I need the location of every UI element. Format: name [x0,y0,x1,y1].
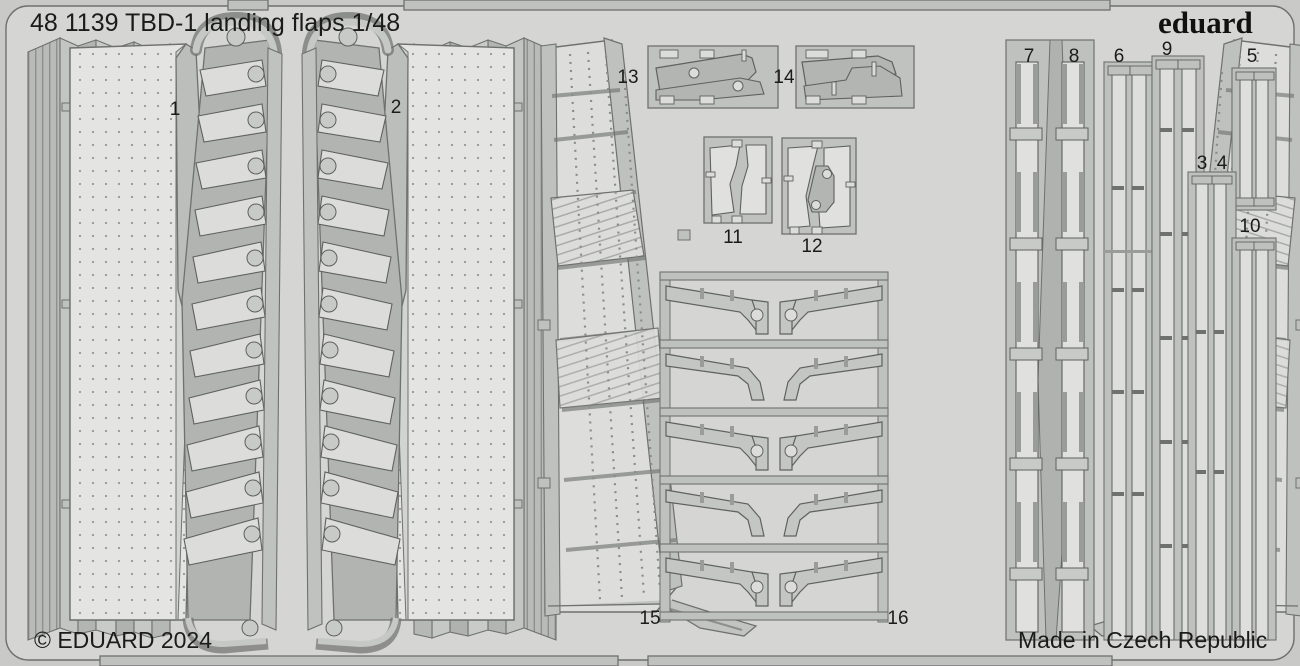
strip-set-5 [1231,67,1277,211]
hinge-arm-row [665,489,883,537]
part-label-2: 2 [391,97,402,118]
strip-set-3-4 [1187,171,1237,641]
part-label-14: 14 [773,67,795,88]
strip-set-7-8 [1005,39,1095,641]
header-catalog-title: 48 1139 TBD-1 landing flaps 1/48 [30,9,400,37]
part-14-actuator [795,45,915,109]
hinge-arm-row [665,421,883,471]
part-11-bracket [703,136,773,224]
part-label-10: 10 [1239,216,1260,237]
brand-logo: eduard [1158,5,1253,40]
part-2-flap-panel [301,11,557,654]
part-label-8: 8 [1069,46,1080,67]
part-13-actuator [647,45,779,109]
part-label-16: 16 [887,608,908,629]
part-label-3: 3 [1197,153,1208,174]
part-label-1: 1 [170,99,181,120]
part-label-5: 5 [1247,46,1258,67]
hinge-arm-row [665,285,883,335]
part-label-12: 12 [801,236,822,257]
part-label-6: 6 [1114,46,1125,67]
part-label-9: 9 [1162,39,1173,60]
part-number-labels: 1 2 13 14 11 12 15 16 7 8 6 9 5 3 4 10 [170,39,1261,629]
strip-set-6 [1103,61,1153,641]
part-label-7: 7 [1024,46,1035,67]
strip-set-10 [1231,237,1277,641]
part-label-15: 15 [639,608,660,629]
fret-edge-tabs [99,0,1113,666]
hinge-arm-row [665,353,883,401]
copyright-text: © EDUARD 2024 [34,627,212,653]
part-15-corrugation [550,189,645,267]
part-1-ribs [183,59,267,566]
part-1-flap-panel [27,11,283,654]
part-label-11: 11 [723,227,743,248]
part-label-4: 4 [1217,153,1228,174]
hinge-arm-set [659,271,889,623]
part-12-bracket [781,137,857,235]
part-15-bay-panel [537,37,758,637]
part-label-13: 13 [617,67,638,88]
origin-text: Made in Czech Republic [1018,627,1267,653]
hinge-arm-row [665,557,883,607]
